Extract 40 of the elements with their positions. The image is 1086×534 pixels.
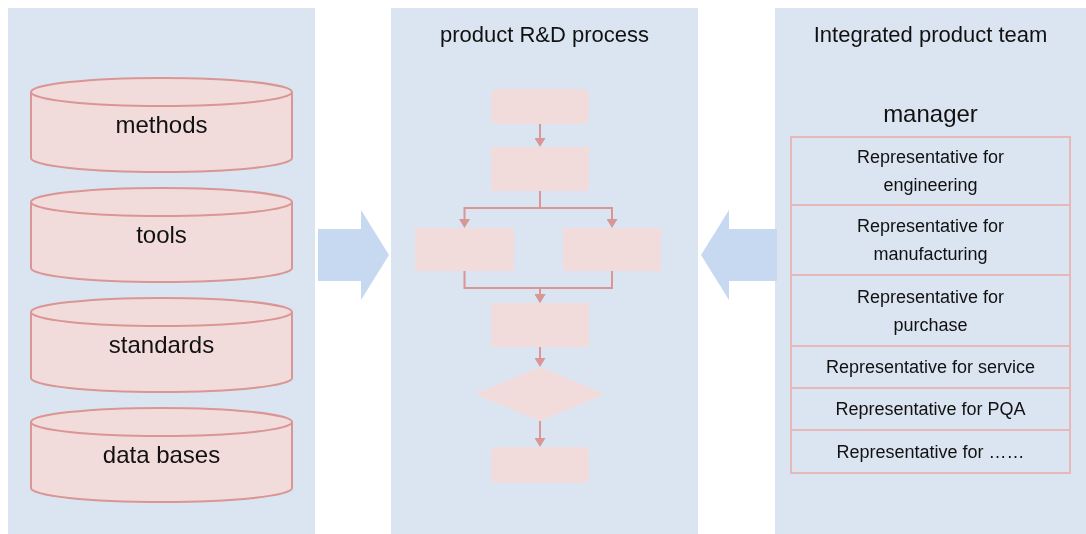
- database-cylinder: [30, 298, 293, 392]
- arrow: [534, 123, 546, 147]
- cylinder-label: standards: [107, 331, 216, 359]
- block-arrow: [701, 210, 777, 300]
- panel: [775, 8, 1086, 534]
- database-cylinder: [30, 78, 293, 172]
- table-row: [790, 206, 1071, 276]
- table-row: [790, 276, 1071, 347]
- role-label: Representative for manufacturing: [855, 215, 1006, 266]
- cylinder-label: tools: [135, 221, 188, 249]
- process-box: [563, 228, 661, 271]
- role-label: Representative for ……: [835, 440, 1026, 464]
- arrow: [534, 420, 546, 447]
- arrow: [539, 190, 618, 228]
- role-label: Representative for service: [824, 356, 1037, 379]
- process-box: [415, 228, 514, 271]
- decision-diamond: [475, 367, 605, 421]
- panel-title: product R&D process: [438, 22, 651, 48]
- rounded-process-box: [491, 447, 589, 483]
- database-cylinder: [30, 408, 293, 502]
- rounded-process-box: [491, 89, 589, 124]
- role-label: Representative for engineering: [855, 146, 1006, 197]
- table-row: [790, 431, 1071, 474]
- panel: [8, 8, 315, 534]
- table-row: [790, 347, 1071, 389]
- database-cylinder: [30, 188, 293, 282]
- panel-title: Integrated product team: [812, 22, 1049, 48]
- role-label: Representative for PQA: [834, 398, 1027, 421]
- block-arrow: [318, 210, 389, 300]
- role-label: Representative for purchase: [855, 285, 1006, 337]
- arrow: [534, 270, 613, 303]
- cylinder-label: data bases: [101, 441, 222, 469]
- panel: [391, 8, 698, 534]
- cylinder-label: methods: [114, 111, 209, 139]
- arrow: [534, 346, 546, 367]
- table-row: [790, 136, 1071, 206]
- table-row: [790, 389, 1071, 431]
- process-box: [491, 147, 589, 191]
- process-box: [491, 303, 589, 347]
- team-role-heading: manager: [882, 100, 979, 128]
